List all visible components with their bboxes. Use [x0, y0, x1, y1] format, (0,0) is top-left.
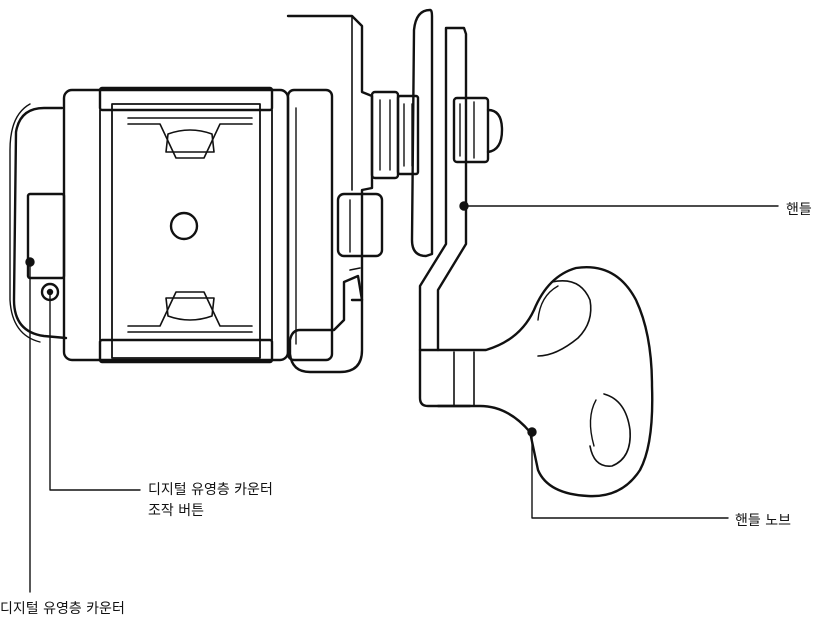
rear-plate — [410, 8, 434, 258]
label-handle: 핸들 — [786, 202, 812, 218]
leader-lines — [25, 201, 779, 593]
label-counter-button-line1: 디지털 유영층 카운터 — [148, 482, 273, 498]
drive-shaft — [370, 90, 420, 180]
label-handle-knob: 핸들 노브 — [735, 513, 791, 529]
handle-nut — [452, 96, 504, 164]
side-plate — [286, 14, 384, 374]
knob-leader-line — [531, 431, 729, 519]
button-leader-line — [49, 291, 141, 491]
spool-axle — [169, 211, 199, 241]
counter-display — [26, 192, 66, 280]
handle-arm — [418, 26, 468, 352]
label-counter-button-line2: 조작 버튼 — [148, 503, 204, 519]
handle-knob — [436, 266, 654, 498]
reel-frame — [62, 86, 334, 364]
counter-housing — [9, 103, 68, 343]
label-counter: 디지털 유영층 카운터 — [0, 601, 125, 617]
